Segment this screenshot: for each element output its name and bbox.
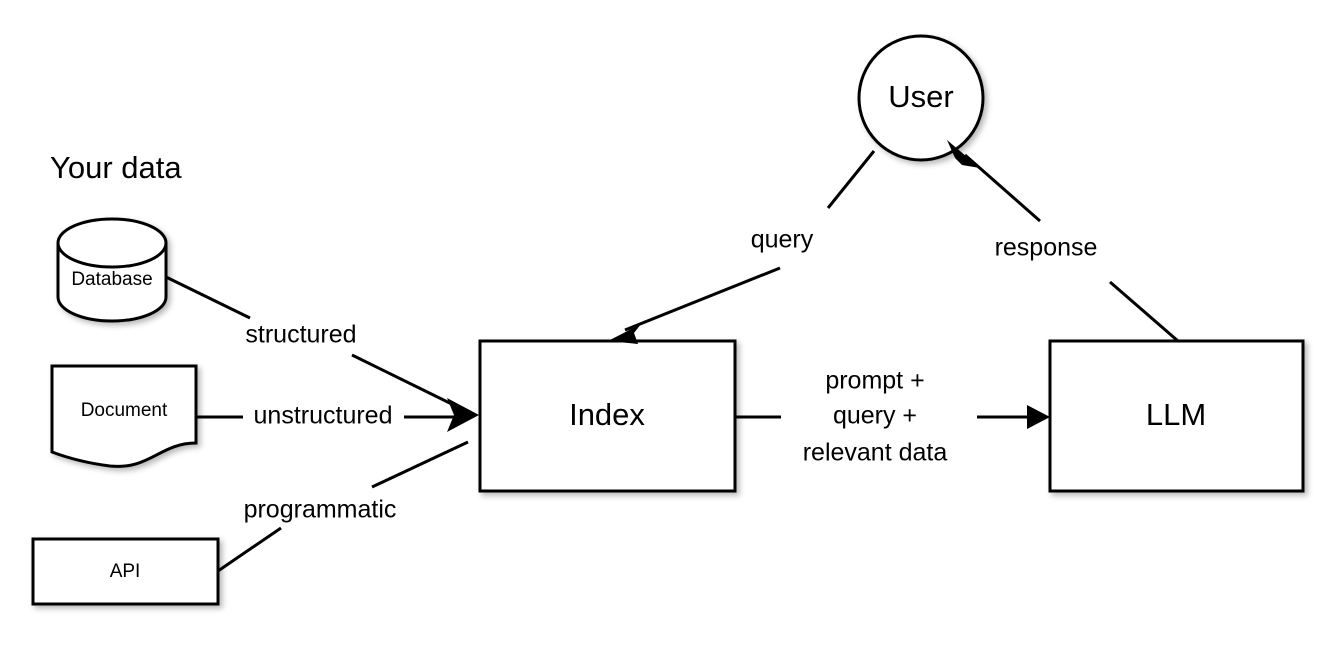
database-label: Database [71, 269, 152, 290]
structured-line-segment-b [351, 353, 469, 414]
response-line-segment-a [1109, 280, 1179, 343]
response-arrowhead [947, 140, 980, 168]
edge-label-payload-line1: prompt + [825, 367, 924, 395]
edge-label-response: response [995, 234, 1098, 262]
programmatic-line-segment-b [371, 440, 469, 489]
edge-response [947, 140, 1179, 343]
document-shape [50, 364, 198, 468]
node-index[interactable] [478, 339, 737, 493]
section-title-your-data: Your data [50, 150, 182, 185]
node-database[interactable] [56, 217, 168, 323]
edge-label-structured: structured [245, 321, 356, 349]
api-label: API [110, 561, 141, 582]
node-document[interactable] [50, 364, 198, 468]
structured-line-segment-a [165, 275, 251, 320]
edge-label-query: query [751, 226, 814, 254]
user-circle [857, 34, 985, 162]
edge-label-payload-line3: relevant data [803, 439, 948, 467]
index-input-arrowhead [447, 398, 479, 432]
database-cylinder-body [56, 217, 168, 323]
llm-rect [1048, 339, 1305, 493]
node-llm[interactable] [1048, 339, 1305, 493]
document-label: Document [81, 400, 168, 421]
edge-programmatic [217, 440, 469, 573]
query-line-segment-a [826, 150, 876, 209]
index-label: Index [569, 397, 645, 432]
programmatic-line-segment-a [217, 526, 282, 573]
llm-input-arrowhead [1027, 405, 1050, 429]
api-rect [31, 537, 220, 606]
edge-index-to-llm [735, 405, 1050, 429]
query-line-segment-b [624, 266, 781, 332]
edge-label-payload-line2: query + [833, 402, 917, 430]
query-arrowhead [608, 324, 641, 344]
llm-label: LLM [1146, 397, 1206, 432]
node-api[interactable] [31, 537, 220, 606]
index-rect [478, 339, 737, 493]
edge-structured [165, 275, 469, 414]
user-label: User [888, 79, 953, 114]
database-cylinder-top [56, 242, 168, 269]
edge-label-programmatic: programmatic [244, 496, 397, 524]
node-user[interactable] [857, 34, 985, 162]
edge-label-unstructured: unstructured [254, 402, 393, 430]
edge-query [608, 150, 876, 344]
